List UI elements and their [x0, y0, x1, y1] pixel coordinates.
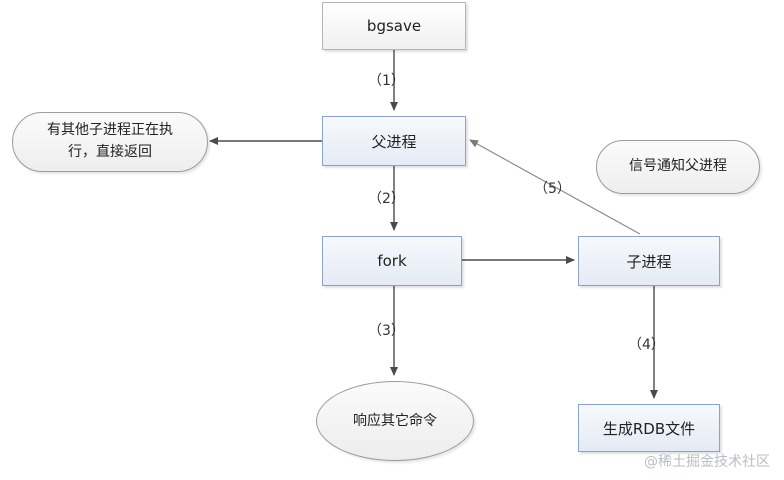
step-3-label: （3） [368, 323, 405, 339]
arrow-child-to-parent [469, 139, 641, 235]
watermark-text: @稀土掘金技术社区 [644, 454, 770, 470]
bgsave-label: bgsave [366, 17, 422, 35]
signal-parent-node: 信号通知父进程 [596, 140, 760, 194]
step-2-label: （2） [368, 191, 405, 207]
respond-commands-node: 响应其它命令 [316, 381, 474, 461]
bgsave-node: bgsave [322, 2, 466, 50]
signal-parent-label: 信号通知父进程 [629, 158, 727, 175]
step-1-label: （1） [368, 73, 405, 89]
parent-process-label: 父进程 [371, 132, 417, 151]
other-child-running-label-line1: 有其他子进程正在执 [47, 122, 173, 139]
child-process-node: 子进程 [578, 236, 720, 286]
other-child-running-label-line2: 行，直接返回 [68, 144, 152, 160]
fork-label: fork [377, 252, 407, 270]
step-5-label: （5） [534, 181, 571, 197]
generate-rdb-node: 生成RDB文件 [578, 404, 720, 452]
generate-rdb-label: 生成RDB文件 [602, 419, 696, 438]
fork-node: fork [322, 236, 462, 286]
parent-process-node: 父进程 [322, 116, 466, 166]
child-process-label: 子进程 [626, 252, 672, 271]
other-child-running-node: 有其他子进程正在执 行，直接返回 [12, 112, 208, 172]
respond-commands-label: 响应其它命令 [353, 412, 437, 429]
step-4-label: （4） [628, 337, 665, 353]
